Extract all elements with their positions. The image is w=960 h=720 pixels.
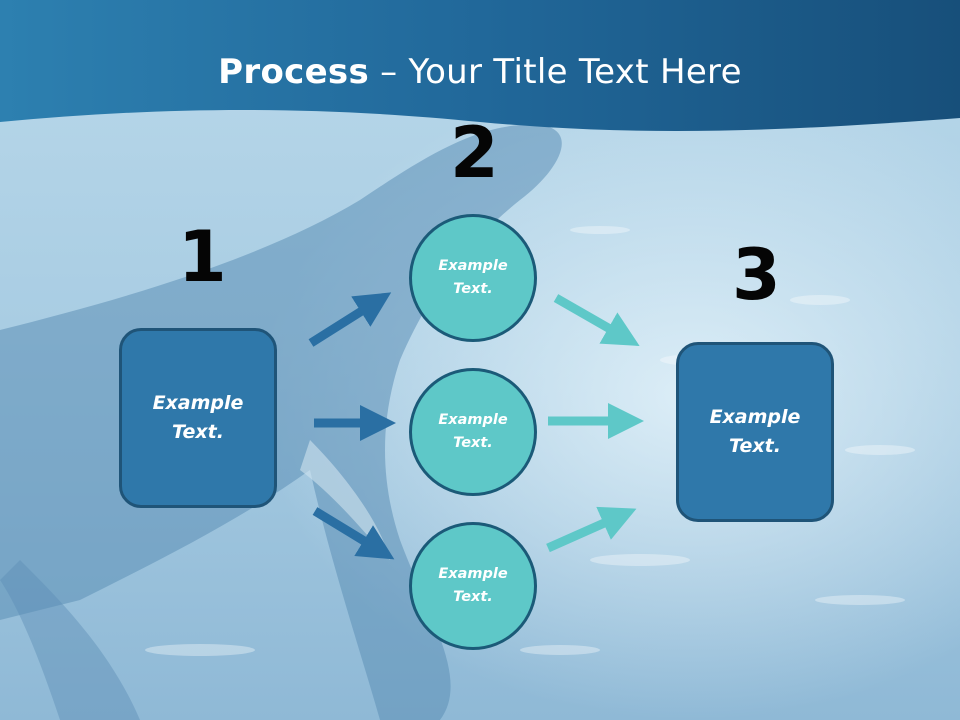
title-rest: – Your Title Text Here [369,52,742,92]
step-3-box: Example Text. [676,342,834,522]
circle-middle-line1: Example [438,412,508,428]
arrow-circle-bottom-to-box3 [546,506,637,553]
circle-top: Example Text. [409,214,537,342]
circle-top-line2: Text. [453,281,493,297]
step-1-label-line1: Example [152,392,244,414]
circle-bottom-line2: Text. [453,589,493,605]
arrow-circle-top-to-box3 [553,294,640,346]
step-3-label-line2: Text. [729,435,781,457]
circle-middle: Example Text. [409,368,537,496]
arrow-box1-to-circle-top [308,292,392,347]
circle-bottom: Example Text. [409,522,537,650]
step-3-label-line1: Example [709,406,801,428]
circle-middle-line2: Text. [453,435,493,451]
title-bold: Process [218,52,370,92]
step-number-1: 1 [178,216,227,298]
step-number-2: 2 [450,112,499,194]
step-1-box: Example Text. [119,328,277,508]
circle-bottom-line1: Example [438,566,508,582]
step-1-label-line2: Text. [172,421,224,443]
step-number-3: 3 [732,234,781,316]
slide-title: Process – Your Title Text Here [0,52,960,92]
circle-top-line1: Example [438,258,508,274]
arrow-box1-to-circle-bottom [312,507,395,560]
